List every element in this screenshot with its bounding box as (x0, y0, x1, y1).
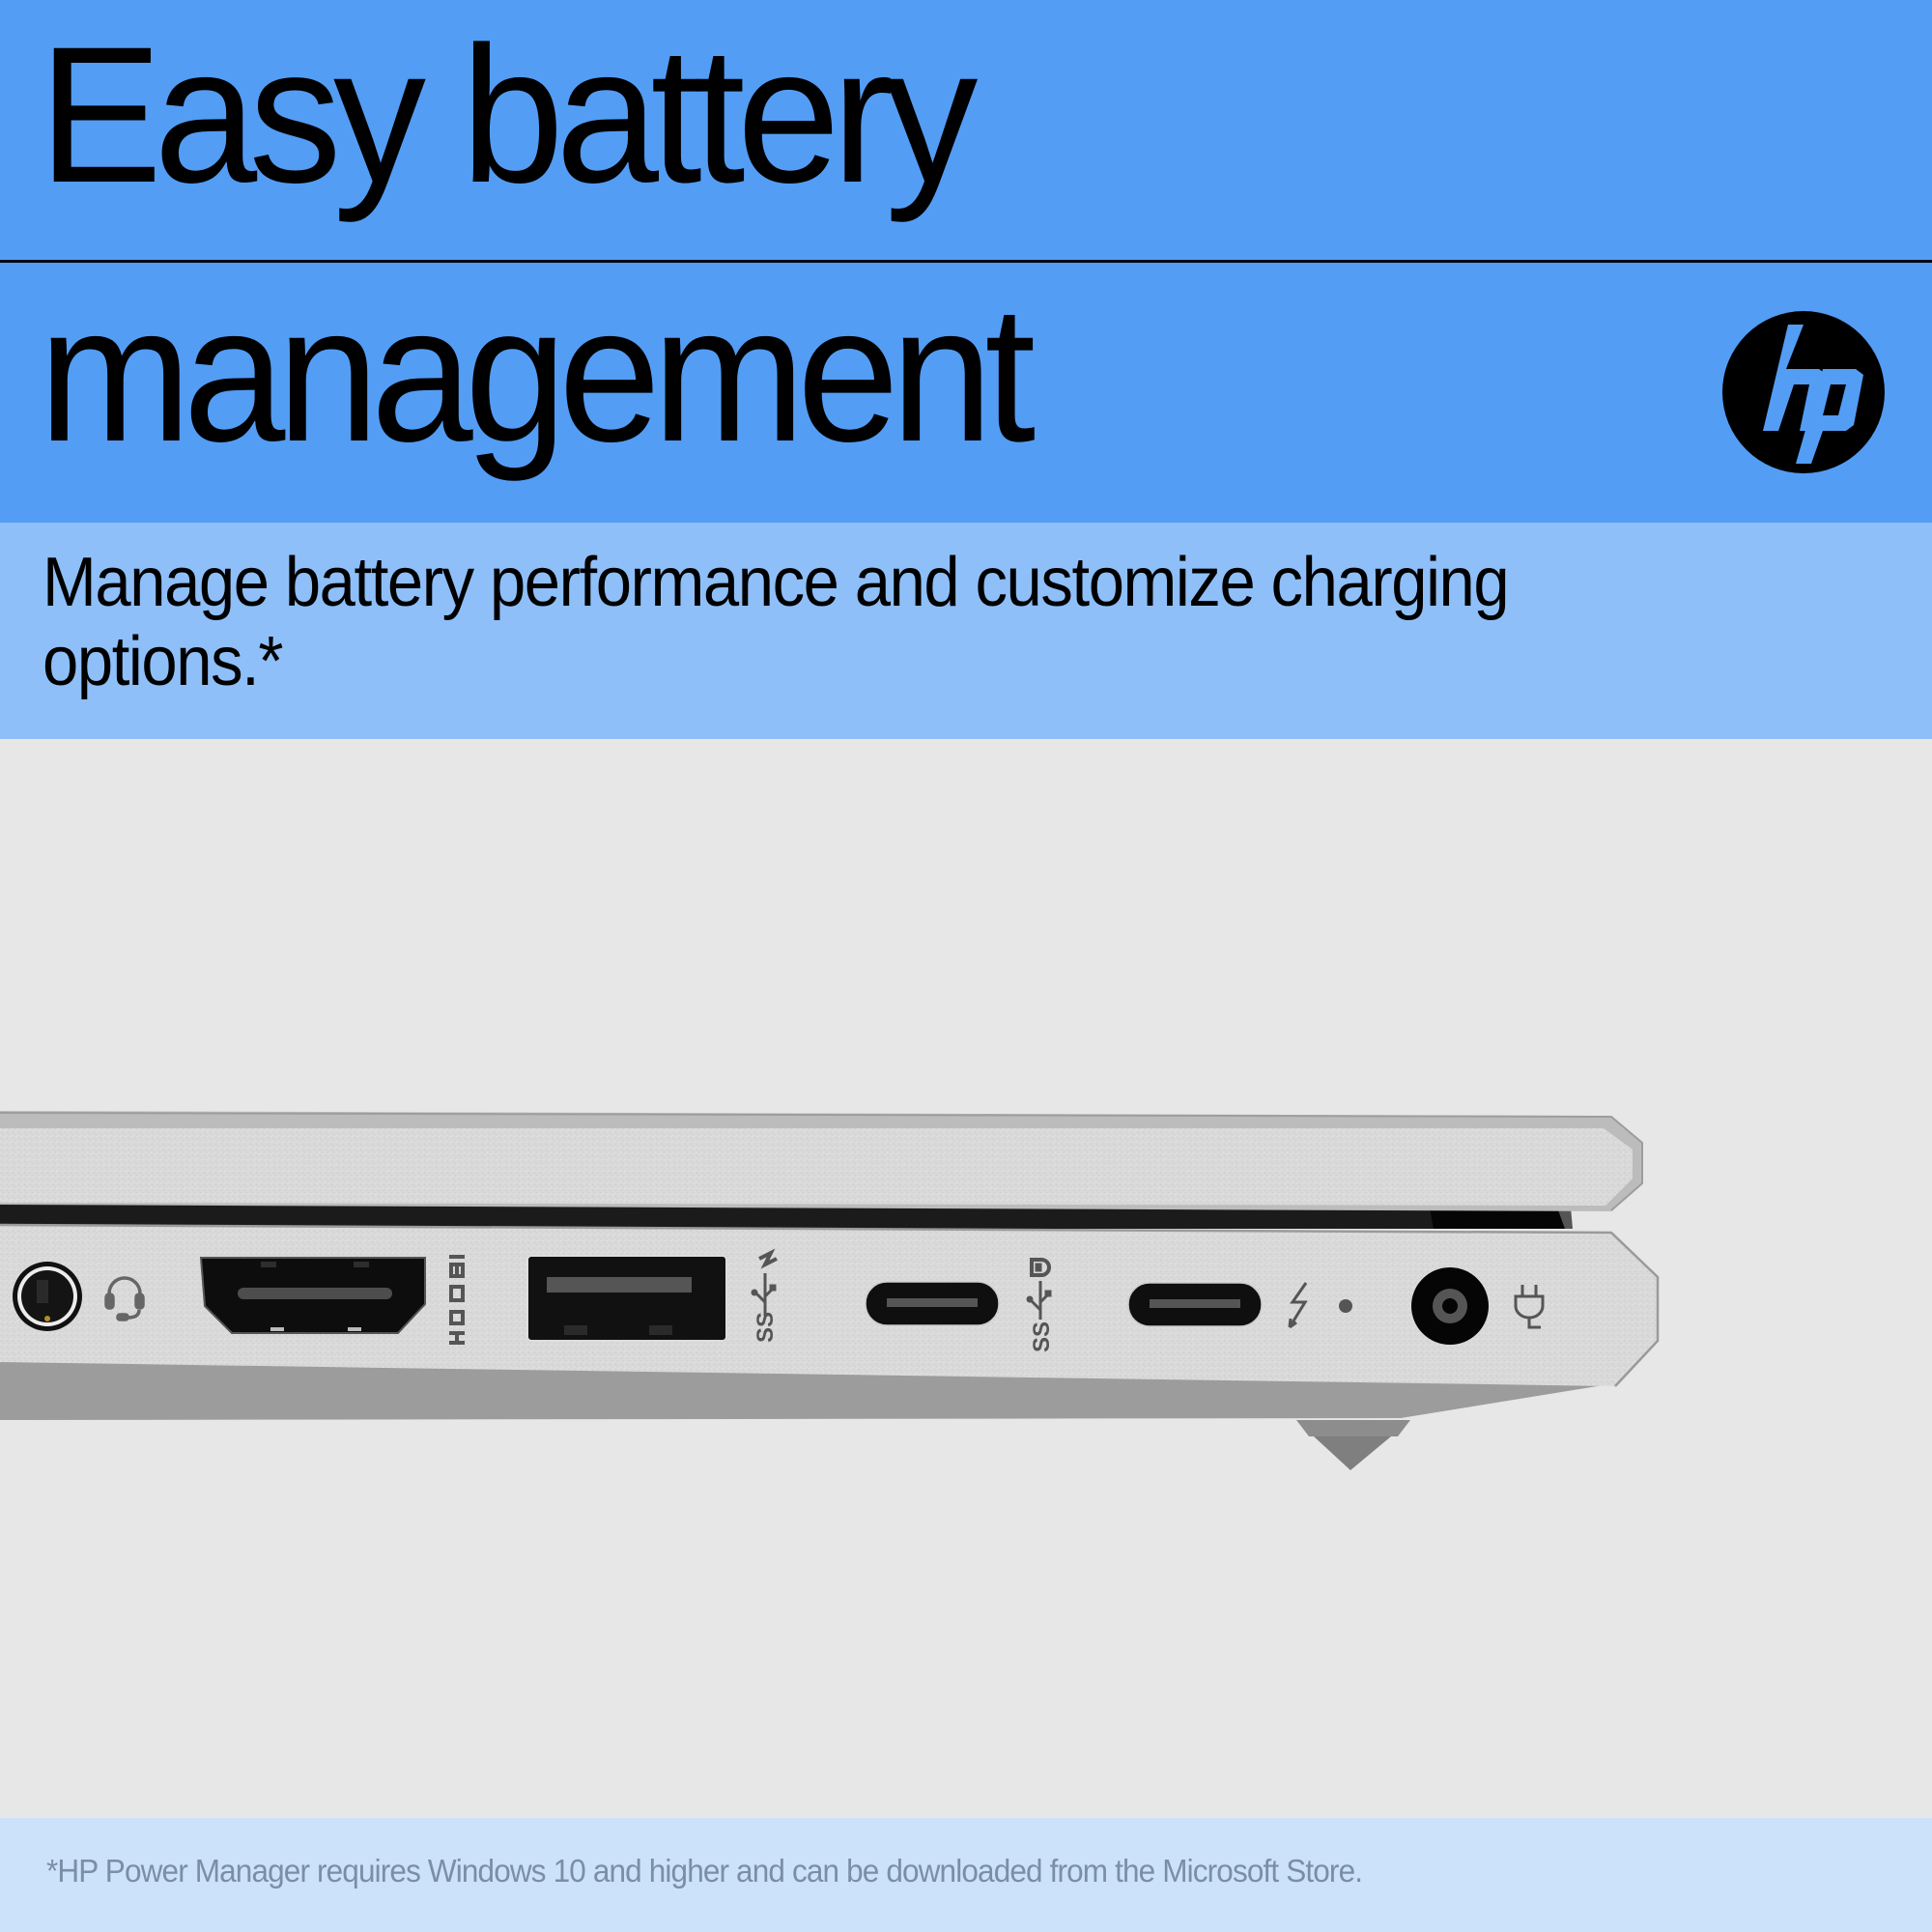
headset-icon (104, 1276, 145, 1321)
subtitle-band (0, 523, 1932, 739)
svg-text:SS: SS (1029, 1321, 1055, 1352)
thunderbolt-icon (1288, 1282, 1308, 1329)
title-divider (0, 260, 1932, 263)
page-title-line-1: Easy battery (39, 6, 978, 223)
page-title-line-2: management (39, 265, 1036, 482)
hdmi-label-icon (449, 1255, 465, 1345)
audio-jack-port (13, 1262, 82, 1331)
laptop-base-underside (0, 1360, 1609, 1470)
laptop-lid (0, 1111, 1643, 1211)
status-led (1339, 1299, 1352, 1313)
ss-usb-displayport-icon: SS (1026, 1258, 1055, 1352)
power-plug-icon (1514, 1285, 1545, 1329)
usb-a-port (526, 1255, 727, 1342)
footer-band (0, 1818, 1932, 1932)
hp-logo-icon (1722, 311, 1885, 473)
hdmi-port (199, 1257, 426, 1334)
svg-text:SS: SS (753, 1312, 779, 1343)
subtitle-text: Manage battery performance and customize… (43, 544, 1510, 700)
title-band: Easy battery management (0, 0, 1932, 523)
footer-disclaimer: *HP Power Manager requires Windows 10 an… (46, 1853, 1363, 1889)
usb-c-port-1 (865, 1281, 1000, 1326)
dc-power-jack (1411, 1267, 1489, 1345)
usb-c-port-2 (1127, 1282, 1263, 1327)
ss-usb-charge-icon: SS (751, 1248, 779, 1343)
